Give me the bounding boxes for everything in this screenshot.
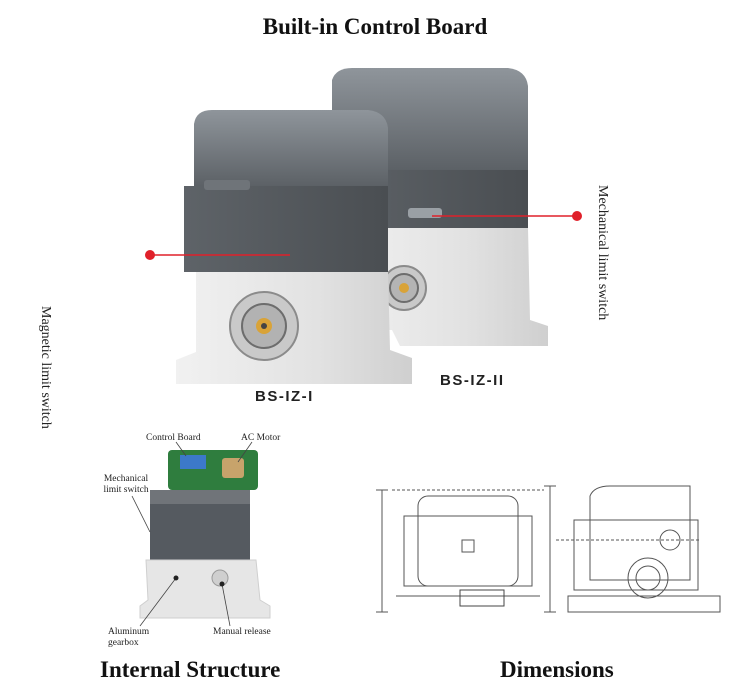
internal-structure-illustration (131, 441, 271, 627)
aluminum-gearbox-label: Aluminum gearbox (108, 627, 149, 649)
dimension-drawing-front (376, 489, 544, 613)
internal-structure-caption: Internal Structure (100, 657, 281, 682)
callout-left (145, 250, 290, 260)
control-board-label: Control Board (146, 433, 201, 443)
page-title: Built-in Control Board (262, 14, 488, 39)
alum-label-line1: Aluminum (108, 627, 150, 637)
alum-label-line2: gearbox (108, 638, 139, 648)
model-label-right: BS-IZ-II (440, 372, 505, 389)
dimension-drawing-side (544, 485, 721, 613)
mechanical-limit-switch-label: Mechanical limit switch (595, 185, 610, 321)
model-label-left: BS-IZ-I (255, 388, 314, 405)
mech-label-line2: limit switch (103, 485, 149, 495)
magnetic-limit-switch-label: Magnetic limit switch (38, 306, 53, 429)
callout-right (432, 211, 582, 221)
mechanical-limit-switch-small-label: Mechanical limit switch (98, 474, 154, 496)
mech-label-line1: Mechanical (103, 474, 149, 484)
manual-release-label: Manual release (213, 627, 271, 637)
unit-bs-iz-i (176, 110, 412, 384)
dimensions-caption: Dimensions (500, 657, 614, 682)
ac-motor-label: AC Motor (241, 433, 281, 443)
